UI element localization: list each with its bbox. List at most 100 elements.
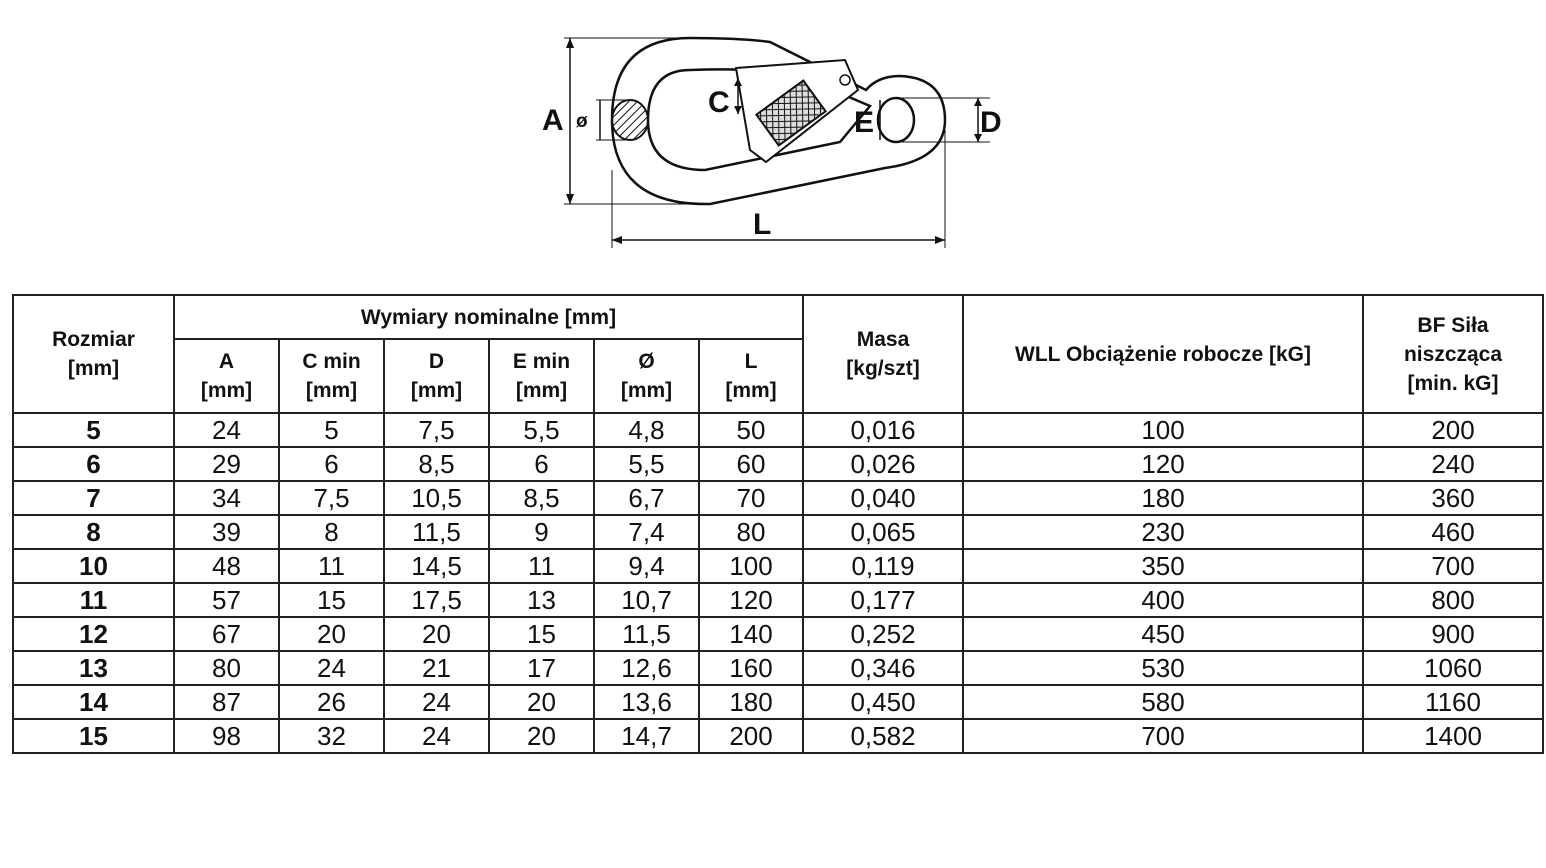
header-size-label: Rozmiar: [52, 328, 135, 351]
snap-hook-diagram: A ø C E D L: [540, 20, 1020, 260]
table-cell: 5: [278, 412, 385, 448]
dim-label-c: C: [708, 86, 730, 119]
dim-label-e: E: [854, 106, 874, 139]
table-cell: 1400: [1362, 718, 1545, 754]
table-cell: 15: [488, 616, 595, 652]
table-cell: 120: [962, 446, 1365, 482]
table-cell: 34: [173, 480, 280, 516]
table-cell: 180: [697, 684, 805, 720]
table-cell: 67: [173, 616, 280, 652]
table-cell: 0,252: [802, 616, 965, 652]
size-cell: 15: [12, 718, 175, 754]
table-cell: 400: [962, 582, 1365, 618]
header-mass-unit: [kg/szt]: [846, 357, 920, 380]
table-cell: 11,5: [383, 514, 490, 550]
snap-hook-drawing: A ø C E D L: [542, 36, 1002, 248]
table-cell: 360: [1362, 480, 1545, 516]
table-cell: 50: [697, 412, 805, 448]
table-cell: 800: [1362, 582, 1545, 618]
header-dim-name: E min: [512, 350, 571, 373]
table-cell: 450: [962, 616, 1365, 652]
table-cell: 900: [1362, 616, 1545, 652]
table-cell: 7,5: [278, 480, 385, 516]
table-cell: 24: [278, 650, 385, 686]
header-dim-name: A: [218, 350, 235, 373]
header-dim-name: D: [428, 350, 445, 373]
header-dim-unit: [mm]: [410, 379, 463, 402]
size-cell: 13: [12, 650, 175, 686]
table-cell: 100: [697, 548, 805, 584]
table-cell: 5,5: [593, 446, 700, 482]
header-dim-unit: [mm]: [725, 379, 777, 402]
table-cell: 10,7: [593, 582, 700, 618]
table-cell: 17: [488, 650, 595, 686]
table-cell: 24: [173, 412, 280, 448]
table-cell: 700: [1362, 548, 1545, 584]
table-cell: 460: [1362, 514, 1545, 550]
table-cell: 9: [488, 514, 595, 550]
header-size: Rozmiar [mm]: [12, 294, 175, 414]
table-cell: 230: [962, 514, 1365, 550]
dim-label-d: D: [980, 106, 1002, 139]
table-cell: 13: [488, 582, 595, 618]
table-cell: 350: [962, 548, 1365, 584]
table-cell: 21: [383, 650, 490, 686]
gate-pin: [839, 74, 851, 86]
table-cell: 80: [173, 650, 280, 686]
table-cell: 160: [697, 650, 805, 686]
table-cell: 14,7: [593, 718, 700, 754]
table-cell: 7,4: [593, 514, 700, 550]
table-cell: 5,5: [488, 412, 595, 448]
table-cell: 200: [1362, 412, 1545, 448]
header-bf-line3: [min. kG]: [1407, 371, 1499, 395]
table-cell: 1060: [1362, 650, 1545, 686]
table-cell: 100: [962, 412, 1365, 448]
header-mass-label: Masa: [856, 328, 910, 351]
table-cell: 87: [173, 684, 280, 720]
table-cell: 11: [278, 548, 385, 584]
header-mass: Masa [kg/szt]: [802, 294, 965, 414]
table-cell: 20: [383, 616, 490, 652]
header-dim-d: D [mm]: [383, 338, 490, 414]
table-cell: 0,119: [802, 548, 965, 584]
header-dim-name: C min: [302, 350, 361, 373]
wire-cross-section: [611, 99, 649, 141]
table-cell: 24: [383, 684, 490, 720]
table-cell: 9,4: [593, 548, 700, 584]
table-cell: 0,026: [802, 446, 965, 482]
table-cell: 0,582: [802, 718, 965, 754]
table-cell: 11,5: [593, 616, 700, 652]
header-dim-diameter: Ø[mm]: [593, 338, 700, 414]
table-cell: 7,5: [383, 412, 490, 448]
table-cell: 24: [383, 718, 490, 754]
table-cell: 1160: [1362, 684, 1545, 720]
header-dim-unit: [mm]: [515, 379, 568, 402]
table-cell: 80: [697, 514, 805, 550]
table-cell: 0,016: [802, 412, 965, 448]
eye-hole: [876, 96, 916, 144]
hook-outer-outline: [610, 36, 947, 206]
header-dim-l: L[mm]: [697, 338, 805, 414]
table-cell: 15: [278, 582, 385, 618]
table-cell: 700: [962, 718, 1365, 754]
dim-label-l: L: [753, 208, 771, 241]
table-cell: 6: [488, 446, 595, 482]
table-cell: 12,6: [593, 650, 700, 686]
header-breaking-force: BF Siła niszcząca [min. kG]: [1362, 294, 1545, 414]
header-dim-c: C min[mm]: [278, 338, 385, 414]
table-cell: 580: [962, 684, 1365, 720]
table-cell: 57: [173, 582, 280, 618]
header-dim-a: A[mm]: [173, 338, 280, 414]
table-cell: 20: [488, 718, 595, 754]
table-cell: 26: [278, 684, 385, 720]
